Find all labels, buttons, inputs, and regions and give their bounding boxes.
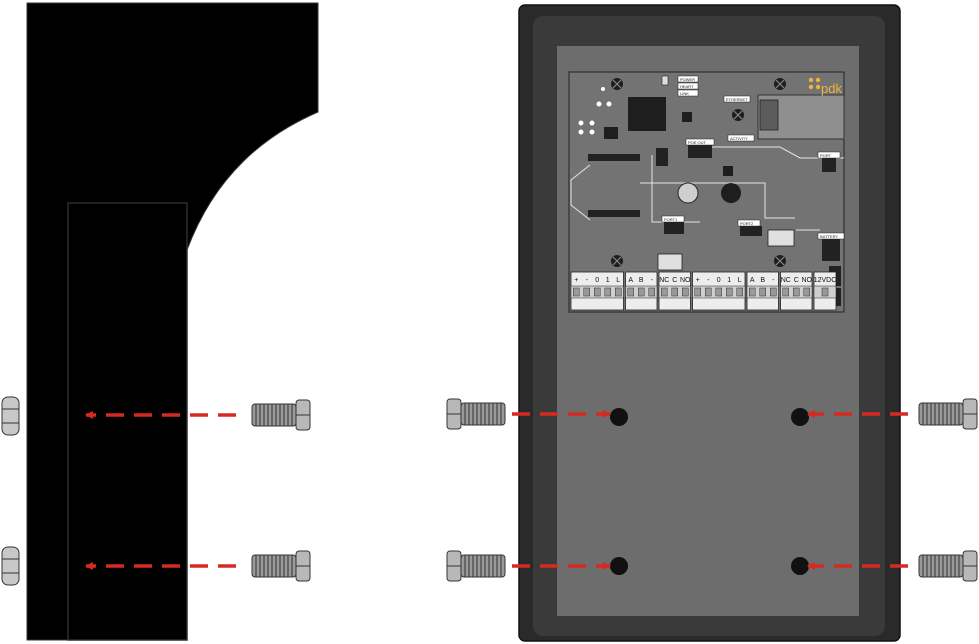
processor-chip — [628, 97, 666, 131]
terminal-label: B — [760, 277, 765, 284]
pdk-logo: pdk — [808, 77, 842, 96]
screw-hole-icon — [611, 255, 623, 267]
terminal-label: A — [628, 277, 633, 284]
terminal-block-6: 12VDC — [813, 271, 837, 311]
mount-hole-top-right — [791, 408, 809, 426]
wall-mount-plate — [26, 2, 319, 641]
terminal-label: B — [639, 277, 644, 284]
brand-logo-text: pdk — [821, 81, 842, 96]
terminal-label: 0 — [717, 277, 721, 284]
bolt-icon — [251, 550, 311, 582]
mount-hole-bottom-left — [610, 557, 628, 575]
reader2-port-label: PORT2 — [740, 221, 754, 226]
header-labels: POE OUT PORT PORT1 PORT2 BATTERY — [661, 138, 845, 240]
screw-hole-icon — [732, 109, 744, 121]
terminal-label: NO — [680, 277, 691, 284]
screw-hole-icon — [774, 78, 786, 90]
terminal-label: 12VDC — [814, 277, 837, 284]
bolt-icon — [251, 399, 311, 431]
hex-nut-icon — [1, 396, 20, 436]
terminal-label: - — [586, 277, 589, 284]
battery-label: BATTERY — [820, 234, 838, 239]
indicator-label-link: LINK — [680, 91, 689, 96]
circuit-board: pdk POWER HEART LINK ETHERNET ACTIVITY POE … — [568, 71, 845, 313]
bolt-icon — [918, 398, 978, 430]
ethernet-label-0: ETHERNET — [726, 97, 748, 102]
reader1-port-label: PORT1 — [664, 217, 678, 222]
mount-hole-bottom-right — [791, 557, 809, 575]
terminal-label: 0 — [595, 277, 599, 284]
bolt-icon — [446, 398, 506, 430]
bolt-icon — [446, 550, 506, 582]
indicator-label-heart: HEART — [680, 84, 694, 89]
terminal-label: + — [574, 277, 578, 284]
terminal-label: NO — [802, 277, 813, 284]
port-top-label: PORT — [820, 153, 832, 158]
mount-bracket-outline — [67, 202, 188, 641]
terminal-label: - — [772, 277, 775, 284]
terminal-label: - — [651, 277, 654, 284]
terminal-label: - — [707, 277, 710, 284]
terminal-label: A — [750, 277, 755, 284]
terminal-label: L — [738, 277, 742, 284]
terminal-label: C — [672, 277, 677, 284]
terminal-label: + — [696, 277, 700, 284]
terminal-label: 1 — [606, 277, 610, 284]
terminal-label: NC — [781, 277, 791, 284]
terminal-label: 1 — [727, 277, 731, 284]
terminal-label: L — [616, 277, 620, 284]
poe-out-label: POE OUT — [688, 140, 707, 145]
terminal-label: NC — [659, 277, 669, 284]
indicator-label-power: POWER — [680, 77, 695, 82]
terminal-label: C — [794, 277, 799, 284]
hex-nut-icon — [1, 546, 20, 586]
screw-hole-icon — [611, 78, 623, 90]
mount-hole-top-left — [610, 408, 628, 426]
bolt-icon — [918, 550, 978, 582]
ethernet-label-1: ACTIVITY — [730, 136, 748, 141]
screw-hole-icon — [774, 255, 786, 267]
